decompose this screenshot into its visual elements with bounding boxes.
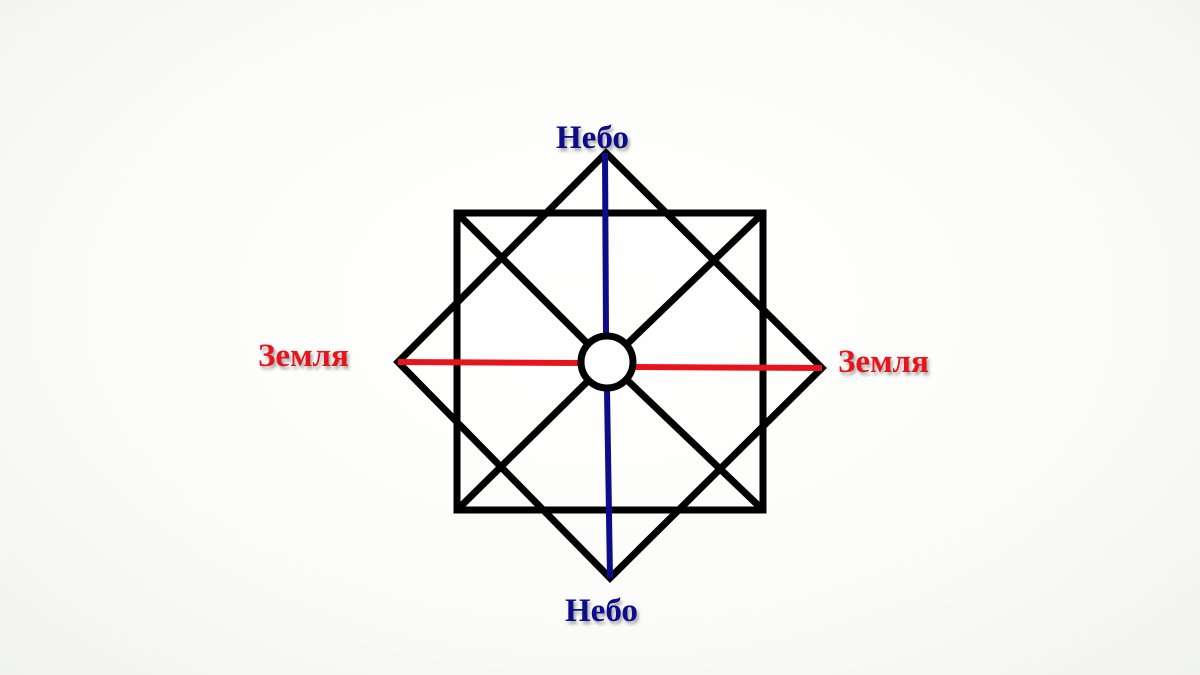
sky-label-top: Небо [556, 120, 629, 156]
diagonal-bottom-left [454, 377, 592, 513]
center-circle [577, 332, 637, 392]
diagonal-top-left [454, 210, 590, 346]
earth-label-left: Земля [258, 338, 349, 374]
diagonal-top-right [624, 210, 766, 347]
earth-label-right: Земля [838, 344, 929, 380]
diagonal-bottom-right [623, 376, 766, 513]
sky-axis-top [602, 152, 609, 334]
sky-axis-bottom [604, 389, 613, 579]
sky-label-bottom: Небо [565, 593, 638, 629]
earth-axis-right [632, 364, 823, 371]
earth-axis-left [397, 359, 580, 366]
